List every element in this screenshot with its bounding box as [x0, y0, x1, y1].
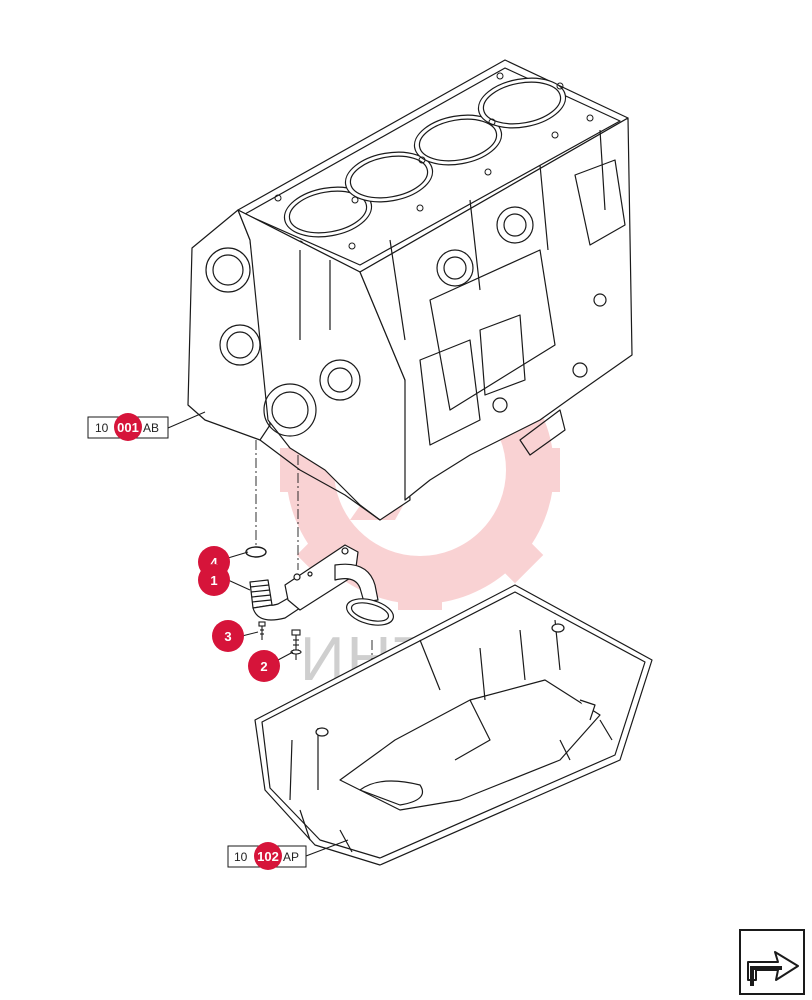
ref-prefix: 10	[95, 421, 109, 435]
next-page-arrow-icon[interactable]	[739, 929, 805, 995]
bolt-long	[290, 629, 302, 660]
callout-3[interactable]: 3	[212, 620, 259, 652]
oil-pan	[254, 584, 653, 866]
bolt-short	[258, 621, 266, 640]
callout-1[interactable]: 1	[198, 564, 251, 596]
ref-bubble-label: 102	[257, 849, 279, 864]
callout-2[interactable]: 2	[248, 650, 294, 682]
ref-prefix: 10	[234, 850, 248, 864]
engine-block-reference[interactable]: 10 AB 001	[87, 411, 206, 441]
ref-suffix: AP	[283, 850, 299, 864]
callout-label: 3	[224, 629, 231, 644]
callout-label: 1	[210, 573, 217, 588]
ref-bubble	[254, 842, 282, 870]
oil-pan-reference[interactable]: 10 AP 102	[227, 839, 349, 870]
ref-suffix: AB	[143, 421, 159, 435]
o-ring	[245, 546, 267, 558]
callout-label: 2	[260, 659, 267, 674]
ref-bubble-label: 001	[117, 420, 139, 435]
engine-block	[187, 59, 633, 521]
callout-label: 4	[210, 555, 218, 570]
oil-pickup-tube	[249, 544, 394, 626]
ref-bubble	[114, 413, 142, 441]
